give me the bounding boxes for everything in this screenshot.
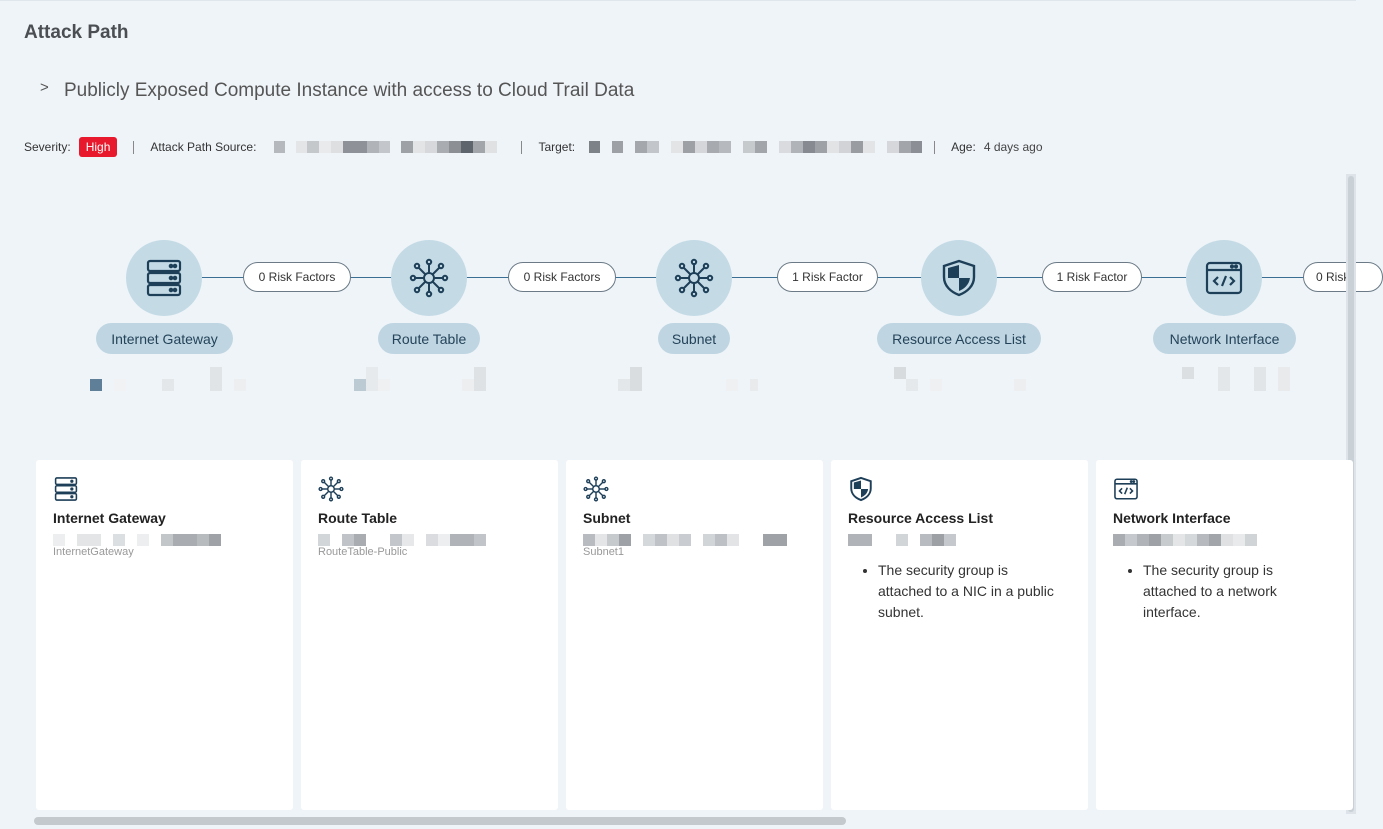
meta-separator [133, 140, 135, 154]
attack-path-flow: Internet Gateway Route Table Subnet Reso… [0, 230, 1383, 410]
risk-factor-pill[interactable]: 1 Risk Factor [1042, 262, 1142, 292]
network-hub-icon [318, 476, 344, 502]
detail-card-title: Resource Access List [848, 510, 993, 526]
node-id-redacted [1182, 367, 1302, 391]
age-value: 4 days ago [983, 140, 1043, 154]
flow-node-label[interactable]: Subnet [658, 323, 730, 354]
source-value-redacted [274, 141, 498, 153]
severity-badge: High [78, 137, 118, 157]
code-window-icon [1205, 261, 1243, 295]
node-id-redacted [90, 367, 250, 391]
horizontal-scrollbar[interactable] [30, 814, 1346, 828]
attack-path-meta: Severity: High Attack Path Source: Targe… [24, 137, 1043, 157]
target-value-redacted [589, 141, 923, 153]
node-id-redacted [894, 367, 1034, 391]
risk-factor-pill[interactable]: 0 Risk [1303, 262, 1383, 292]
detail-card-id-redacted [318, 534, 538, 548]
risk-factor-pill[interactable]: 0 Risk Factors [243, 262, 351, 292]
detail-cards-row: Internet Gateway InternetGateway Route T… [36, 460, 1353, 810]
flow-node-label[interactable]: Resource Access List [877, 323, 1041, 354]
chevron-right-icon[interactable]: > [40, 78, 49, 96]
server-stack-icon [54, 477, 78, 501]
code-window-icon [1114, 478, 1138, 500]
target-label: Target: [538, 140, 576, 154]
detail-card-subtitle: Subnet1 [583, 546, 624, 558]
detail-card-bullets: The security group is attached to a NIC … [864, 560, 1064, 623]
horizontal-scrollbar-thumb[interactable] [34, 817, 846, 825]
detail-card-id-redacted [848, 534, 1068, 548]
attack-path-title: Publicly Exposed Compute Instance with a… [64, 80, 635, 101]
risk-factor-pill[interactable]: 0 Risk Factors [508, 262, 616, 292]
detail-card-title: Subnet [583, 510, 631, 526]
detail-card-route-table[interactable]: Route Table RouteTable-Public [301, 460, 558, 810]
detail-card-id-redacted [53, 534, 273, 548]
top-divider [0, 0, 1356, 1]
severity-label: Severity: [24, 140, 71, 154]
meta-separator [521, 140, 523, 154]
detail-card-subnet[interactable]: Subnet Subnet1 [566, 460, 823, 810]
detail-card-resource-access-list[interactable]: Resource Access List The security group … [831, 460, 1088, 810]
flow-node-network-interface[interactable] [1186, 240, 1262, 316]
attack-path-header[interactable]: > Publicly Exposed Compute Instance with… [40, 78, 635, 102]
shield-icon [942, 259, 976, 297]
network-hub-icon [674, 258, 714, 298]
node-id-redacted [354, 367, 494, 391]
flow-node-label[interactable]: Route Table [378, 323, 480, 354]
detail-card-id-redacted [583, 534, 803, 548]
flow-node-label[interactable]: Network Interface [1153, 323, 1296, 354]
node-id-redacted [618, 367, 758, 391]
detail-card-subtitle: RouteTable-Public [318, 546, 408, 558]
source-label: Attack Path Source: [150, 140, 257, 154]
detail-card-title: Network Interface [1113, 510, 1231, 526]
shield-icon [850, 476, 872, 502]
detail-card-title: Internet Gateway [53, 510, 166, 526]
flow-node-label[interactable]: Internet Gateway [96, 323, 233, 354]
flow-node-subnet[interactable] [656, 240, 732, 316]
flow-node-internet-gateway[interactable] [126, 240, 202, 316]
risk-factor-pill[interactable]: 1 Risk Factor [777, 262, 878, 292]
page-title: Attack Path [24, 22, 129, 43]
detail-card-bullet: The security group is attached to a netw… [1143, 560, 1329, 623]
server-stack-icon [146, 259, 182, 297]
flow-node-route-table[interactable] [391, 240, 467, 316]
detail-card-bullets: The security group is attached to a netw… [1129, 560, 1329, 623]
detail-card-internet-gateway[interactable]: Internet Gateway InternetGateway [36, 460, 293, 810]
network-hub-icon [583, 476, 609, 502]
meta-separator [934, 140, 936, 154]
flow-node-resource-access-list[interactable] [921, 240, 997, 316]
detail-card-bullet: The security group is attached to a NIC … [878, 560, 1064, 623]
network-hub-icon [409, 258, 449, 298]
detail-card-network-interface[interactable]: Network Interface The security group is … [1096, 460, 1353, 810]
detail-card-id-redacted [1113, 534, 1333, 548]
detail-card-subtitle: InternetGateway [53, 546, 134, 558]
age-label: Age: [951, 140, 976, 154]
detail-card-title: Route Table [318, 510, 398, 526]
